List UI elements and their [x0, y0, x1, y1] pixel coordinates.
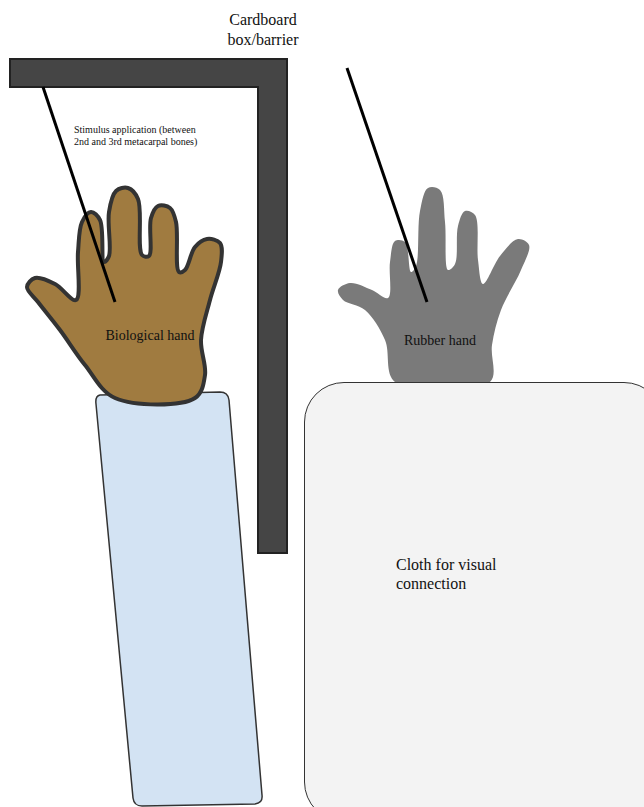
biological-hand-shape: [27, 188, 222, 405]
rubber-hand-shape: [338, 187, 530, 391]
rubber-hand: Rubber hand: [335, 183, 535, 385]
cloth-region: Cloth for visual connection: [304, 382, 644, 807]
node-label: Rubber hand: [404, 333, 476, 350]
stimulus-probe: [347, 68, 427, 302]
node-label: Biological hand: [105, 328, 194, 345]
node-label: Cloth for visual connection: [396, 555, 536, 593]
stimulus-probe: [43, 87, 115, 302]
stimulus-label: Stimulus application (between 2nd and 3r…: [74, 124, 198, 148]
biological-hand: Biological hand: [22, 184, 234, 404]
arm-sleeve: [96, 392, 262, 806]
hand-outline: [335, 183, 535, 385]
barrier-label: Cardboard box/barrier: [218, 10, 308, 49]
hand-outline: [22, 184, 234, 404]
